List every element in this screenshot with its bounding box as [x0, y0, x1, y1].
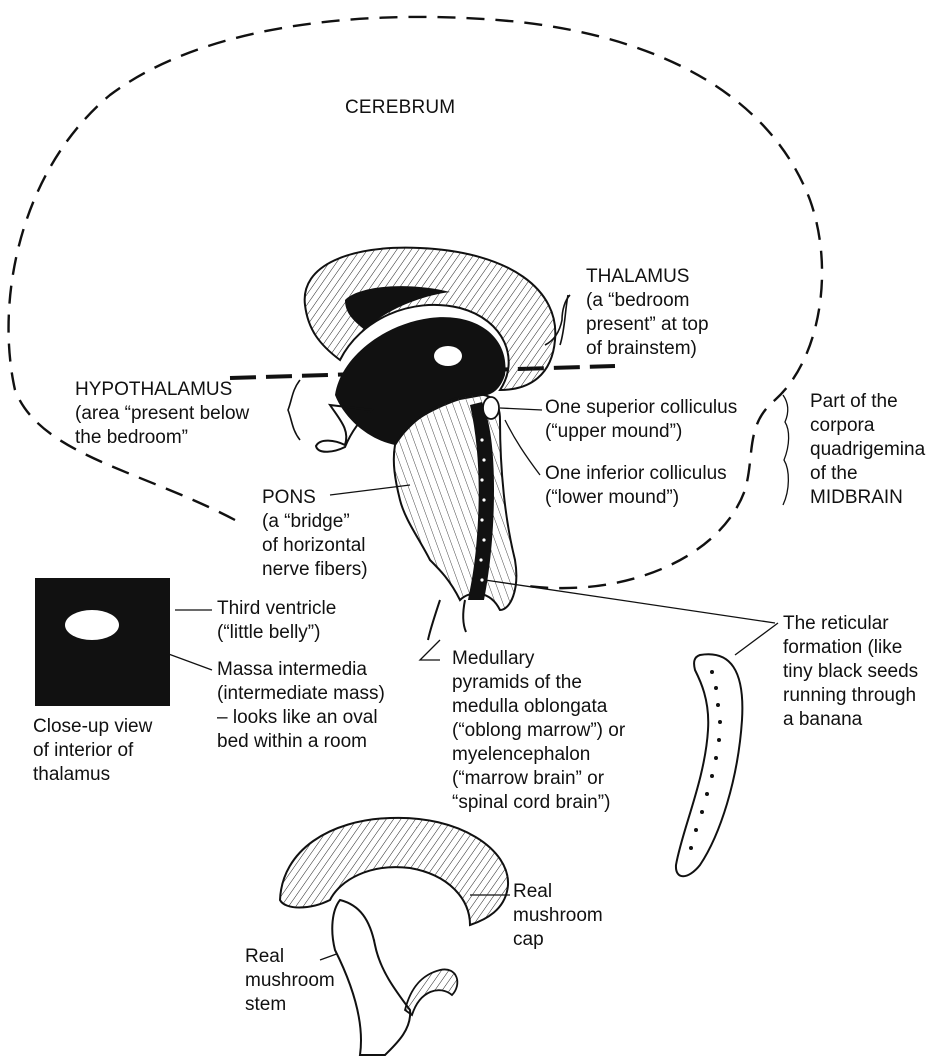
mushroom-cap-label: Real mushroom cap	[513, 880, 603, 952]
third-ventricle-label: Third ventricle (“little belly”)	[217, 597, 336, 645]
brainstem	[394, 394, 517, 640]
superior-colliculus-shape	[483, 397, 499, 419]
corpora-quadrigemina-label: Part of the corpora quadrigemina of the …	[810, 390, 925, 510]
superior-colliculus-label: One superior colliculus (“upper mound”)	[545, 396, 737, 444]
reticular-formation-label: The reticular formation (like tiny black…	[783, 612, 918, 732]
massa-intermedia-oval	[434, 346, 462, 366]
mushroom-stem-label: Real mushroom stem	[245, 945, 335, 1017]
reticular-banana	[676, 654, 742, 876]
cerebrum-label: CEREBRUM	[345, 96, 455, 120]
real-mushroom	[280, 818, 508, 1055]
thalamus-closeup	[35, 578, 170, 706]
hypothalamus-label: HYPOTHALAMUS (area “present below the be…	[75, 378, 249, 450]
thalamus-label: THALAMUS (a “bedroom present” at top of …	[586, 265, 709, 361]
inferior-colliculus-label: One inferior colliculus (“lower mound”)	[545, 462, 727, 510]
closeup-caption: Close-up view of interior of thalamus	[33, 715, 152, 787]
massa-intermedia-label: Massa intermedia (intermediate mass) – l…	[217, 658, 385, 754]
pons-label: PONS (a “bridge” of horizontal nerve fib…	[262, 486, 368, 582]
medulla-label: Medullary pyramids of the medulla oblong…	[452, 647, 625, 815]
